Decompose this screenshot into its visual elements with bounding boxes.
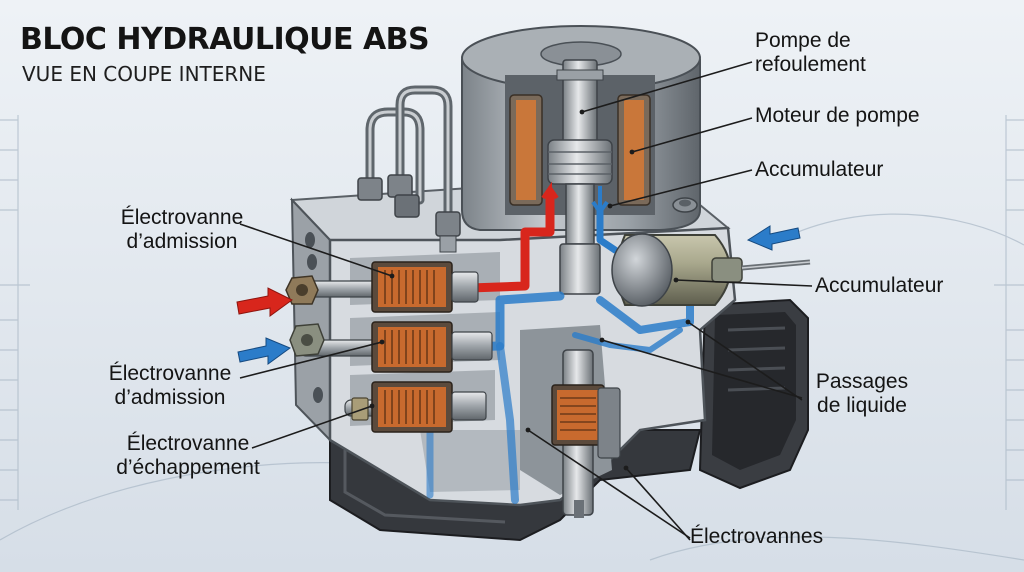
solenoid-valves-lower (551, 349, 621, 518)
label-outlet-valve: Électrovanne d’échappement (108, 432, 268, 480)
label-inlet-valve-1-line1: Électrovanne (120, 206, 244, 229)
label-inlet-valve-2: Électrovanne d’admission (100, 362, 240, 410)
arrow-blue-in (237, 337, 292, 365)
label-fluid-passages-line1: Passages (815, 370, 909, 393)
label-accumulator-right: Accumulateur (815, 274, 944, 297)
label-fluid-passages-line2: de liquide (817, 394, 907, 417)
label-inlet-valve-2-line1: Électrovanne (108, 362, 232, 385)
arrow-red-in (236, 287, 293, 317)
diagram-subtitle: VUE EN COUPE INTERNE (22, 62, 266, 86)
label-solenoid-valves: Électrovannes (690, 525, 824, 548)
leader-lines (239, 61, 813, 541)
accumulator (611, 233, 811, 307)
brake-lines (365, 85, 453, 225)
leader-ends (369, 109, 691, 471)
port-fittings (285, 275, 369, 421)
flow-arrows-internal (541, 181, 609, 219)
diagram-title: BLOC HYDRAULIQUE ABS (20, 22, 430, 57)
label-pump-motor: Moteur de pompe (755, 104, 920, 127)
label-outlet-valve-line1: Électrovanne (126, 432, 250, 455)
label-pump-discharge: Pompe de refoulement (755, 29, 866, 77)
label-accumulator-top: Accumulateur (755, 158, 884, 181)
label-inlet-valve-1-line2: d’admission (126, 230, 238, 253)
label-inlet-valve-1: Électrovanne d’admission (112, 206, 252, 254)
label-outlet-valve-line2: d’échappement (116, 456, 260, 479)
arrow-blue-right-in (746, 225, 801, 251)
line-fittings (357, 174, 461, 253)
pump-piston (547, 59, 613, 295)
label-pump-discharge-line1: Pompe de (755, 29, 851, 52)
label-pump-discharge-line2: refoulement (755, 53, 866, 76)
mount-bolt (672, 197, 698, 213)
label-inlet-valve-2-line2: d’admission (114, 386, 226, 409)
label-fluid-passages: Passages de liquide (806, 370, 918, 418)
